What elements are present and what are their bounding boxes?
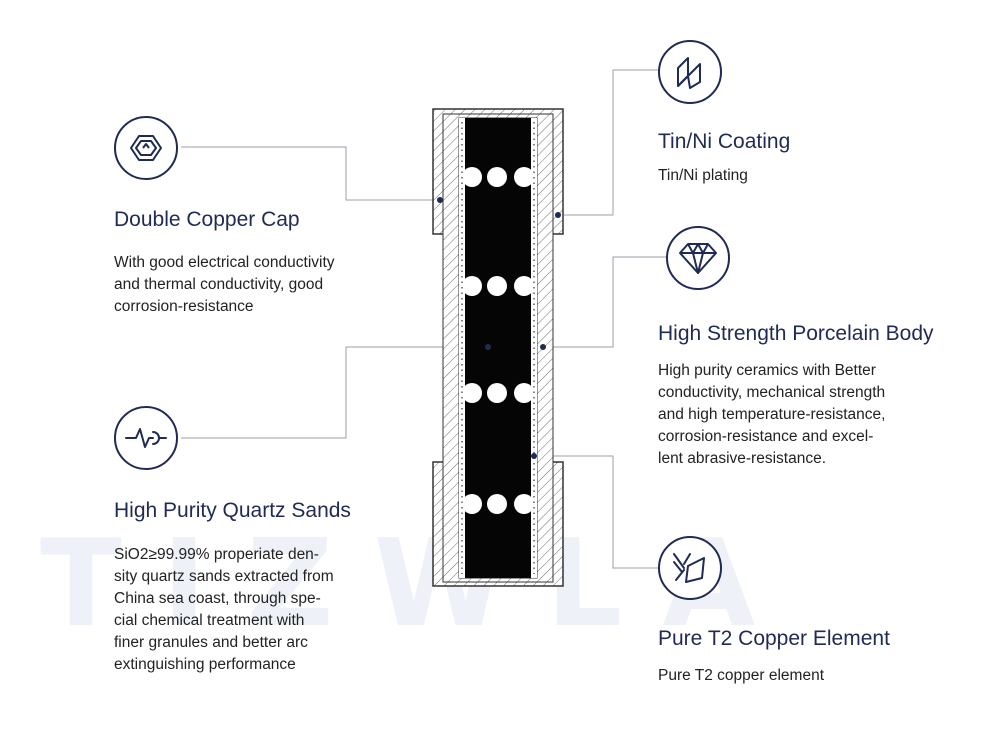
copper-cap-icon (114, 116, 178, 180)
copper-element-description: Pure T2 copper element (658, 667, 825, 684)
copper-element-title: Pure T2 Copper Element (658, 627, 890, 650)
coating-title: Tin/Ni Coating (658, 130, 791, 153)
copper-cap-description: With good electrical conductivity and th… (114, 254, 335, 315)
fuse-cross-section (432, 108, 564, 587)
brand-watermark: TIZWLA (40, 515, 796, 654)
connector-quartz (181, 346, 488, 439)
connector-coating (558, 69, 658, 216)
connector-copper-element (534, 455, 658, 569)
connector-lines (181, 69, 666, 569)
porcelain-description: High purity ceramics with Better conduct… (658, 362, 886, 467)
connector-copper-cap (181, 146, 440, 201)
porcelain-title: High Strength Porcelain Body (658, 322, 934, 345)
copper-element-icon (658, 536, 722, 600)
coating-description: Tin/Ni plating (658, 167, 748, 184)
connector-dots (437, 197, 561, 459)
coating-icon (658, 40, 722, 104)
quartz-description: SiO2≥99.99% properiate den- sity quartz … (114, 546, 334, 673)
diamond-icon (666, 226, 730, 290)
waveform-icon (114, 406, 178, 470)
quartz-title: High Purity Quartz Sands (114, 499, 351, 522)
copper-cap-title: Double Copper Cap (114, 208, 300, 231)
connector-porcelain (543, 256, 666, 348)
copper-element-holes (462, 167, 534, 514)
